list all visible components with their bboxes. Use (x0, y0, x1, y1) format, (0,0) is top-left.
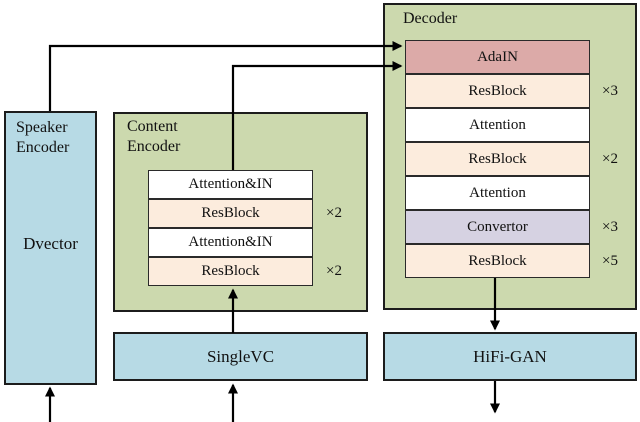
decoder-resblock-1-multiplier: ×3 (602, 82, 618, 99)
content-encoder-box: Content Encoder Attention&IN ResBlock At… (113, 112, 368, 312)
decoder-resblock-2-multiplier: ×2 (602, 150, 618, 167)
dvector-label: Dvector (23, 234, 78, 253)
decoder-block-attention-2: Attention (405, 176, 590, 210)
decoder-block-resblock-3: ResBlock (405, 244, 590, 278)
content-block-resblock-2: ResBlock (148, 257, 313, 286)
content-encoder-title: Content Encoder (127, 118, 181, 155)
speaker-encoder-title: Speaker Encoder (16, 119, 70, 156)
singlevc-label: SingleVC (206, 346, 275, 366)
arrow-speaker-to-adain (48, 41, 403, 111)
decoder-title: Decoder (403, 10, 458, 27)
decoder-block-adain: AdaIN (405, 40, 590, 74)
content-block-attention-in-1: Attention&IN (148, 170, 313, 199)
decoder-block-resblock-2: ResBlock (405, 142, 590, 176)
decoder-resblock-3-multiplier: ×5 (602, 252, 618, 269)
decoder-block-attention-1: Attention (405, 108, 590, 142)
hifigan-label: HiFi-GAN (473, 346, 547, 366)
content-resblock-2-multiplier: ×2 (326, 263, 342, 279)
content-block-attention-in-2: Attention&IN (148, 228, 313, 257)
decoder-block-resblock-1: ResBlock (405, 74, 590, 108)
decoder-block-convertor: Convertor (405, 210, 590, 244)
singlevc-box: SingleVC (113, 332, 368, 381)
content-resblock-1-multiplier: ×2 (326, 205, 342, 221)
decoder-convertor-multiplier: ×3 (602, 218, 618, 235)
content-block-resblock-1: ResBlock (148, 199, 313, 228)
decoder-box: Decoder AdaIN ResBlock Attention ResBloc… (383, 3, 637, 310)
hifigan-box: HiFi-GAN (383, 332, 637, 381)
speaker-encoder-box: Speaker Encoder Dvector (4, 111, 97, 385)
